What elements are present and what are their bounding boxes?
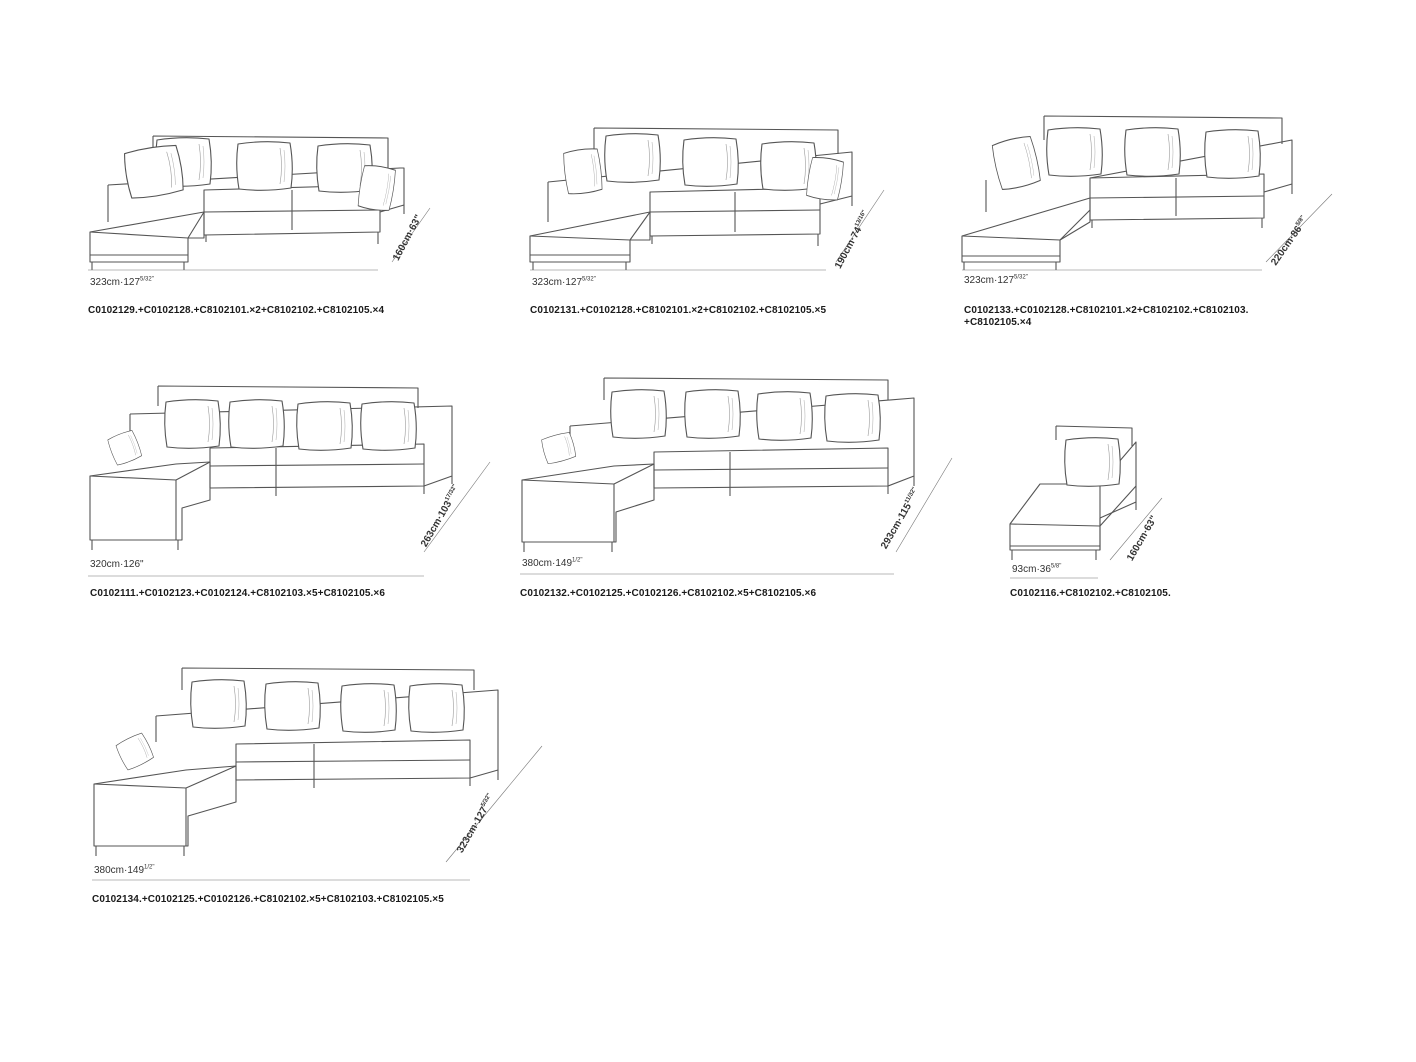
configuration-code: C0102133.+C0102128.+C8102101.×2+C8102102… <box>964 305 1249 328</box>
width-dimension: 380cm·1491/2" <box>94 864 155 876</box>
width-dimension: 323cm·1275/32" <box>532 276 596 288</box>
width-dimension: 380cm·1491/2" <box>522 557 583 569</box>
configuration-code: C0102116.+C8102102.+C8102105. <box>1010 588 1171 599</box>
sofa-4 <box>89 385 453 550</box>
sofa-6 <box>1009 425 1137 560</box>
configuration-code: C0102132.+C0102125.+C0102126.+C8102102.×… <box>520 588 817 599</box>
width-dimension: 323cm·1275/32" <box>90 276 154 288</box>
configuration-code: C0102129.+C0102128.+C8102101.×2+C8102102… <box>88 305 385 316</box>
configuration-code: C0102134.+C0102125.+C0102126.+C8102102.×… <box>92 894 444 905</box>
sofa-7 <box>93 667 499 856</box>
width-dimension: 93cm·365/8" <box>1012 563 1062 575</box>
sofa-3 <box>961 115 1293 270</box>
width-dimension: 323cm·1275/32" <box>964 274 1028 286</box>
width-dimension: 320cm·126" <box>90 559 144 570</box>
configuration-code: C0102111.+C0102123.+C0102124.+C8102103.×… <box>90 588 386 599</box>
configuration-code: C0102131.+C0102128.+C8102101.×2+C8102102… <box>530 305 827 316</box>
